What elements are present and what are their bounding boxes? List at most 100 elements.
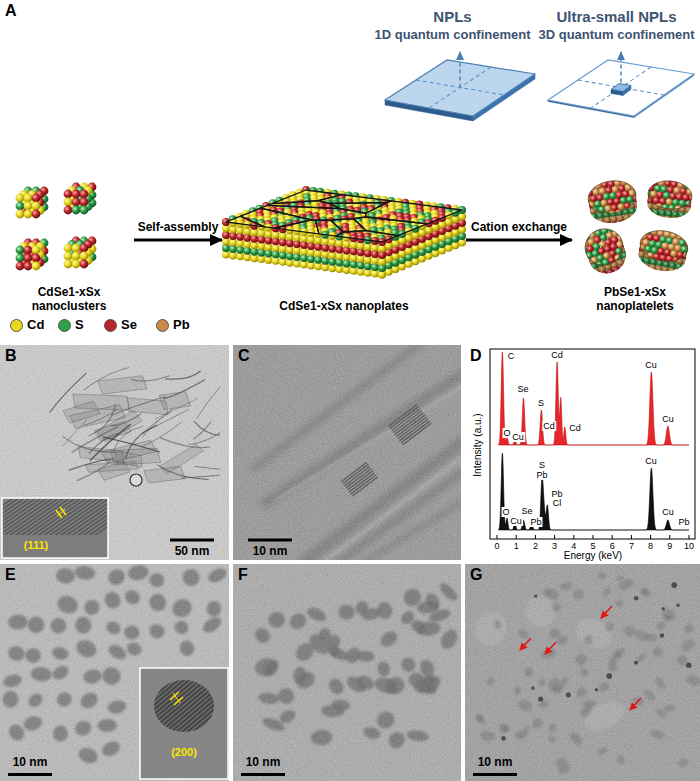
tick-label: 5 [590, 541, 595, 551]
atom [625, 256, 634, 265]
atom [613, 253, 622, 262]
atom [681, 175, 689, 183]
atom [654, 270, 662, 278]
atom [574, 238, 583, 247]
legend-item: Pb [156, 318, 190, 332]
atom [673, 274, 681, 282]
atom [642, 223, 650, 231]
peak-label: Cu [644, 456, 658, 466]
atom [16, 194, 25, 203]
atom [684, 218, 692, 226]
micrograph [0, 564, 229, 781]
atom [600, 264, 609, 273]
scale-label: 10 nm [246, 755, 281, 769]
scale-bar [241, 773, 285, 776]
atom [642, 180, 650, 188]
atom [639, 195, 647, 203]
atom [680, 264, 688, 272]
axis-tick [593, 535, 594, 539]
figure-panel: C [233, 345, 461, 560]
atom [32, 202, 41, 211]
axis-tick [535, 535, 536, 539]
spectrum-cdses [499, 352, 689, 445]
atom [635, 228, 643, 236]
nanocluster [16, 239, 49, 271]
atom [583, 264, 592, 273]
platelet-side [573, 220, 634, 284]
nanocluster [64, 183, 97, 215]
legend-swatch [58, 319, 71, 332]
platelet-side [579, 174, 645, 233]
material-stage: PbSe1-xSx nanoplatelets [572, 170, 698, 316]
pointer-arrow [630, 698, 641, 710]
confinement-axis [620, 52, 621, 83]
pointer-arrow [520, 638, 531, 650]
atom [690, 182, 698, 190]
micrograph-ground [233, 345, 461, 560]
atom [72, 244, 81, 253]
peak-label: S [538, 460, 546, 470]
atom [633, 231, 641, 239]
nanocluster [64, 237, 97, 269]
atom [579, 190, 587, 198]
atom [665, 255, 673, 263]
atom [643, 175, 651, 183]
panel-letter: B [0, 345, 22, 367]
panel-letter: A [0, 0, 22, 22]
micrograph [0, 345, 229, 560]
atom [607, 217, 616, 226]
atom [689, 235, 697, 243]
fringe [170, 700, 229, 752]
atom [642, 202, 650, 210]
atom [612, 222, 621, 231]
process-arrow [466, 239, 572, 242]
atom [636, 212, 644, 220]
micrograph [465, 564, 700, 781]
atom [631, 243, 639, 251]
film-grain [233, 345, 461, 560]
tick-label: 7 [629, 541, 634, 551]
atom [694, 177, 700, 185]
atom [575, 242, 584, 251]
atom [680, 269, 688, 277]
platelet-side [628, 222, 695, 283]
legend-swatch [104, 319, 117, 332]
grain-boundary [318, 195, 391, 204]
atom [64, 206, 73, 215]
atom [72, 260, 81, 269]
atom [609, 220, 618, 229]
nanoplatelet [571, 215, 639, 284]
atom [674, 263, 682, 271]
atom [648, 202, 656, 210]
fringe [26, 514, 107, 535]
atom [642, 257, 650, 265]
atom [581, 202, 589, 210]
plot-frame [490, 349, 695, 539]
scale-bar [473, 773, 517, 776]
atom [584, 214, 592, 222]
arrow-label: Self-assembly [138, 221, 219, 234]
atom [677, 217, 685, 225]
nanoplatelet-sheet [548, 52, 694, 118]
scale-bars [8, 539, 517, 777]
fringe [24, 512, 107, 535]
atom [610, 173, 618, 181]
atom [645, 213, 653, 221]
atom [619, 258, 628, 267]
atom [16, 246, 25, 255]
atom [623, 172, 631, 180]
atom [636, 200, 644, 208]
panel-letter: C [233, 345, 255, 367]
atom [576, 243, 585, 252]
atom [615, 240, 624, 249]
atom [576, 235, 585, 244]
atom [660, 271, 668, 279]
atom [645, 178, 653, 186]
atom [72, 206, 81, 215]
atom [571, 231, 580, 240]
atom [595, 212, 603, 220]
atom [583, 214, 591, 222]
sheet-face [385, 60, 535, 116]
scale-bar [8, 773, 52, 776]
atom [80, 190, 89, 199]
